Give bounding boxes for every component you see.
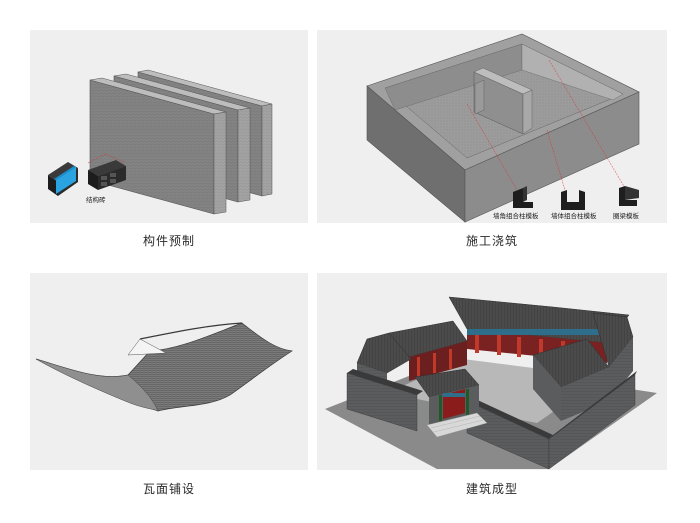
- panel-tile-laying: [30, 273, 308, 470]
- corner-form-piece: [513, 186, 533, 208]
- caption-component-prefab: 构件预制: [142, 234, 195, 248]
- beam-form-piece: [619, 186, 639, 206]
- panel-construction-pouring: 墙角组合柱模板 墙体组合柱模板 圈梁模板: [317, 30, 667, 223]
- structural-brick-right: [88, 160, 126, 190]
- caption-tile-laying: 瓦面铺设: [142, 482, 195, 496]
- roof-tile-illustration: [35, 322, 294, 412]
- prefab-illustration: 结构砖: [48, 69, 273, 215]
- caption-building-formed: 建筑成型: [465, 482, 518, 496]
- pouring-illustration: 墙角组合柱模板 墙体组合柱模板 圈梁模板: [366, 33, 640, 223]
- brick-label: 结构砖: [86, 195, 106, 204]
- corner-form-label: 墙角组合柱模板: [493, 211, 539, 220]
- structural-brick-left: [48, 162, 78, 196]
- panel-building-formed: [317, 273, 667, 470]
- panel-component-prefab: 结构砖: [30, 30, 308, 223]
- building-illustration: [325, 296, 657, 470]
- wall-form-label: 墙体组合柱模板: [551, 211, 597, 220]
- beam-form-label: 圈梁模板: [613, 211, 640, 220]
- caption-construction-pouring: 施工浇筑: [465, 234, 518, 248]
- wall-form-piece: [561, 190, 585, 210]
